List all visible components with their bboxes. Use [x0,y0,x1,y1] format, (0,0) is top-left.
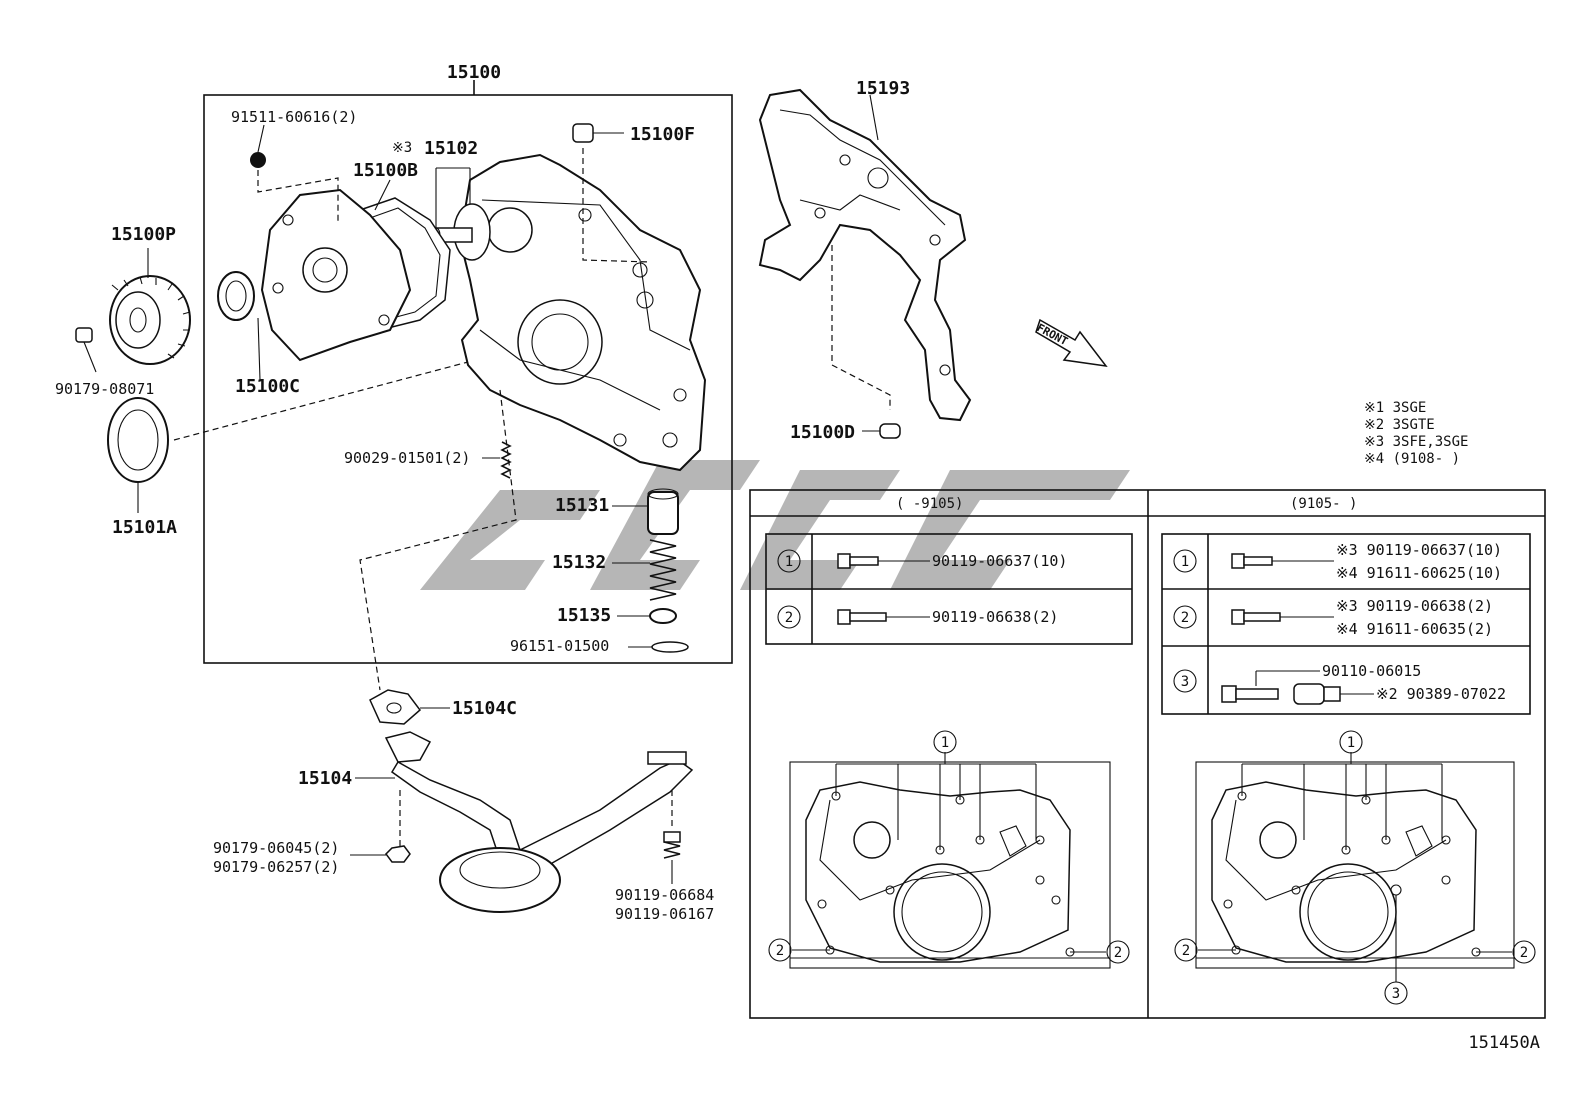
part-labels: 91511-60616(2) 15100F ※3 15102 15100B 15… [55,78,910,923]
dowel-15100d [862,423,901,439]
pump-pulley-15100p [109,275,191,365]
right-row1-line2: ※4 91611-60625(10) [1336,564,1502,582]
engine-notes: ※1 3SGE ※2 3SGTE ※3 3SFE,3SGE ※4 (9108- … [1364,400,1468,467]
timing-cover-gasket-15193 [758,88,972,422]
callout-lines-left [792,752,1106,953]
assembly-label: 15100 [447,62,501,83]
nut-90179 [350,845,411,863]
note-3: ※3 3SFE,3SGE [1364,434,1468,450]
label-90179-08071: 90179-08071 [55,380,154,398]
label-15101a: 15101A [112,517,177,538]
leader-lines [147,167,652,648]
label-15102: 15102 [424,138,478,159]
label-15100p: 15100P [111,224,176,245]
note-2: ※2 3SGTE [1364,417,1435,433]
engine-block-right [1195,761,1515,969]
label-15104: 15104 [298,768,352,789]
table-left-header: ( -9105) [896,496,963,512]
right-row3-line1: 90110-06015 [1322,662,1421,680]
label-15100c: 15100C [235,376,300,397]
note-1: ※1 3SGE [1364,400,1426,416]
bolt-icon [1231,609,1281,625]
bolt-table: ( -9105) (9105- ) 1 2 90119-06637(10) 90… [749,489,1546,1019]
callout-right-2b: 2 [1520,945,1528,961]
pump-cover [260,188,412,362]
plug-15100f [572,123,624,143]
pump-rotor [431,203,491,261]
left-row2-num: 2 [785,610,793,626]
note-4: ※4 (9108- ) [1364,451,1460,467]
table-right-header: (9105- ) [1290,496,1357,512]
bolt-icon [837,553,879,569]
snap-ring-96151 [651,641,689,653]
front-arrow-icon [1035,318,1108,368]
callout-lines-right [1198,752,1512,982]
oil-seal-15100c [217,271,255,321]
label-15104c: 15104C [452,698,517,719]
label-91511: 91511-60616(2) [231,108,357,126]
callout-right-1: 1 [1347,735,1355,751]
relief-plunger-15131 [647,488,679,535]
label-90029: 90029-01501(2) [344,449,470,467]
left-row1-part: 90119-06637(10) [932,552,1067,570]
catalog-code: 151450A [1468,1033,1540,1053]
oil-pump-body [458,153,707,472]
callout-left-2b: 2 [1114,945,1122,961]
relief-spring-15132 [649,539,677,601]
label-15193: 15193 [856,78,910,99]
right-row1-line1: ※3 90119-06637(10) [1336,541,1502,559]
stud-90029 [500,441,512,479]
front-label: FRONT [1035,321,1071,348]
long-bolt-icon [1221,685,1279,703]
label-90179-06257: 90179-06257(2) [213,858,339,876]
label-15132: 15132 [552,552,606,573]
right-row3-line2: ※2 90389-07022 [1376,685,1506,703]
callout-left-2a: 2 [776,943,784,959]
right-row2-line1: ※3 90119-06638(2) [1336,597,1493,615]
spring-retainer-15135 [649,608,677,624]
callout-right-2a: 2 [1182,943,1190,959]
label-15100d: 15100D [790,422,855,443]
label-90119-06167: 90119-06167 [615,905,714,923]
label-96151: 96151-01500 [510,637,609,655]
callout-right-3: 3 [1392,986,1400,1002]
bolt-90179-08071 [75,327,97,373]
crank-seal-15101a [107,397,169,483]
right-row2-num: 2 [1181,610,1189,626]
label-15102-mark: ※3 [392,140,412,156]
bolt-90119-06684 [663,831,681,884]
left-row2-part: 90119-06638(2) [932,608,1058,626]
bolt-icon [837,609,887,625]
right-row1-num: 1 [1181,554,1189,570]
screw-91511 [250,152,266,168]
left-row1-num: 1 [785,554,793,570]
right-row2-line2: ※4 91611-60635(2) [1336,620,1493,638]
bolt-icon [1231,553,1273,569]
spacer-icon [1293,683,1341,705]
callout-left-1: 1 [941,735,949,751]
label-15131: 15131 [555,495,609,516]
label-15100b: 15100B [353,160,418,181]
right-row3-num: 3 [1181,674,1189,690]
strainer-gasket-15104c [369,689,450,725]
label-15135: 15135 [557,605,611,626]
label-90179-06045: 90179-06045(2) [213,839,339,857]
engine-block-left [789,761,1111,969]
oil-strainer-15104 [384,731,694,913]
label-90119-06684: 90119-06684 [615,886,714,904]
assembly-box [203,94,733,664]
label-15100f: 15100F [630,124,695,145]
watermark-logo [420,460,1130,590]
